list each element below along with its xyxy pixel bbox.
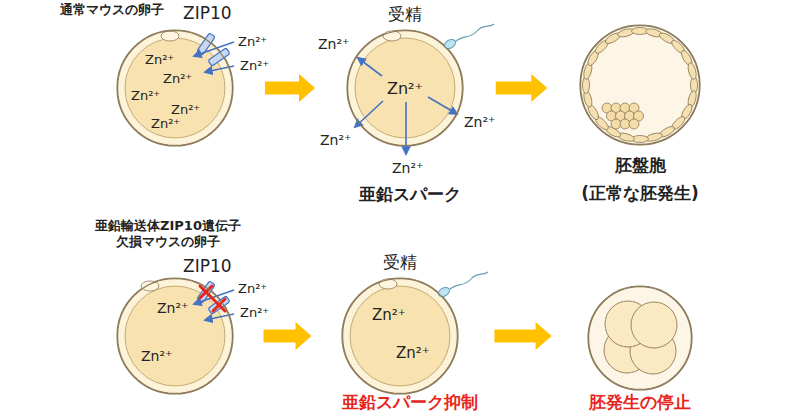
fertilized-egg <box>342 278 458 394</box>
node-text: Zn²⁺ <box>163 71 192 87</box>
arrow-head <box>536 322 552 350</box>
node-outline <box>342 278 458 394</box>
node-text: Zn²⁺ <box>145 52 174 68</box>
node-text: Zn²⁺ <box>131 88 160 104</box>
process-arrow <box>264 322 312 350</box>
node-text: 胚発生の停止 <box>589 392 691 413</box>
node-outline <box>580 25 700 145</box>
cell-node: 胚盤胞(正常な胚発生) <box>580 25 700 145</box>
process-arrow <box>265 74 315 102</box>
annotation-label: 亜鉛スパーク抑制 <box>342 392 478 413</box>
annotation-label: Zn²⁺ <box>318 36 349 54</box>
node-text: Zn²⁺ <box>141 348 172 366</box>
oocyte <box>117 30 233 146</box>
arrow-shaft <box>494 330 536 343</box>
process-arrow <box>496 74 547 102</box>
knockout-oocyte <box>117 278 233 394</box>
process-arrow <box>494 322 551 350</box>
node-outline <box>347 30 463 146</box>
arrested-embryo <box>588 286 692 390</box>
annotation-label: Zn²⁺ <box>392 160 423 178</box>
arrow-shaft <box>264 330 297 343</box>
annotation-label: 亜鉛スパーク <box>359 184 461 205</box>
cell-node: Zn²⁺Zn²⁺Zn²⁺Zn²⁺Zn²⁺ <box>117 30 233 146</box>
node-text: Zn²⁺ <box>157 300 188 318</box>
annotation-label: Zn²⁺ <box>240 305 269 321</box>
node-text: 受精 <box>383 252 417 273</box>
cell-node: Zn²⁺ Zn²⁺ <box>117 278 233 394</box>
annotation-label: 通常マウスの卵子 <box>60 2 164 18</box>
zip10-transporter <box>197 281 230 314</box>
arrow-head <box>299 74 315 102</box>
zinc-spark-arrow <box>355 58 457 154</box>
arrow-shaft <box>265 82 300 95</box>
node-outline <box>117 30 233 146</box>
sperm <box>437 272 488 298</box>
node-text: Zn²⁺ <box>171 102 200 118</box>
node-text: Zn²⁺ <box>387 79 423 99</box>
influx-arrow <box>194 290 234 320</box>
annotation-label: Zn²⁺ <box>240 58 269 74</box>
fertilized-egg <box>347 30 463 146</box>
annotation-label: 亜鉛輸送体ZIP10遺伝子 欠損マウスの卵子 <box>81 218 256 251</box>
cell-node: 受精Zn²⁺Zn²⁺ <box>342 278 458 394</box>
annotation-label: ZIP10 <box>183 3 232 24</box>
arrow-shaft <box>496 82 532 95</box>
sperm <box>443 24 494 50</box>
annotation-label: Zn²⁺ <box>238 34 267 50</box>
cell-node: 受精Zn²⁺ <box>347 30 463 146</box>
annotation-label: Zn²⁺ <box>320 132 351 150</box>
annotation-label: ZIP10 <box>183 256 232 277</box>
cell-node: 胚発生の停止 <box>588 286 692 390</box>
node-text: Zn²⁺ <box>372 306 406 325</box>
node-text: Zn²⁺ <box>396 344 430 363</box>
annotation-label: Zn²⁺ <box>464 114 495 132</box>
node-outline <box>588 286 692 390</box>
node-outline <box>117 278 233 394</box>
blastocyst <box>580 25 700 145</box>
node-text: 胚盤胞 <box>615 155 666 176</box>
block-mark <box>200 286 225 311</box>
annotation-label: Zn²⁺ <box>238 281 267 297</box>
node-text: (正常な胚発生) <box>581 183 699 204</box>
node-text: 受精 <box>388 4 422 25</box>
node-text: Zn²⁺ <box>151 116 180 132</box>
influx-arrow <box>194 42 234 72</box>
arrow-head <box>295 322 311 350</box>
arrow-head <box>531 74 547 102</box>
